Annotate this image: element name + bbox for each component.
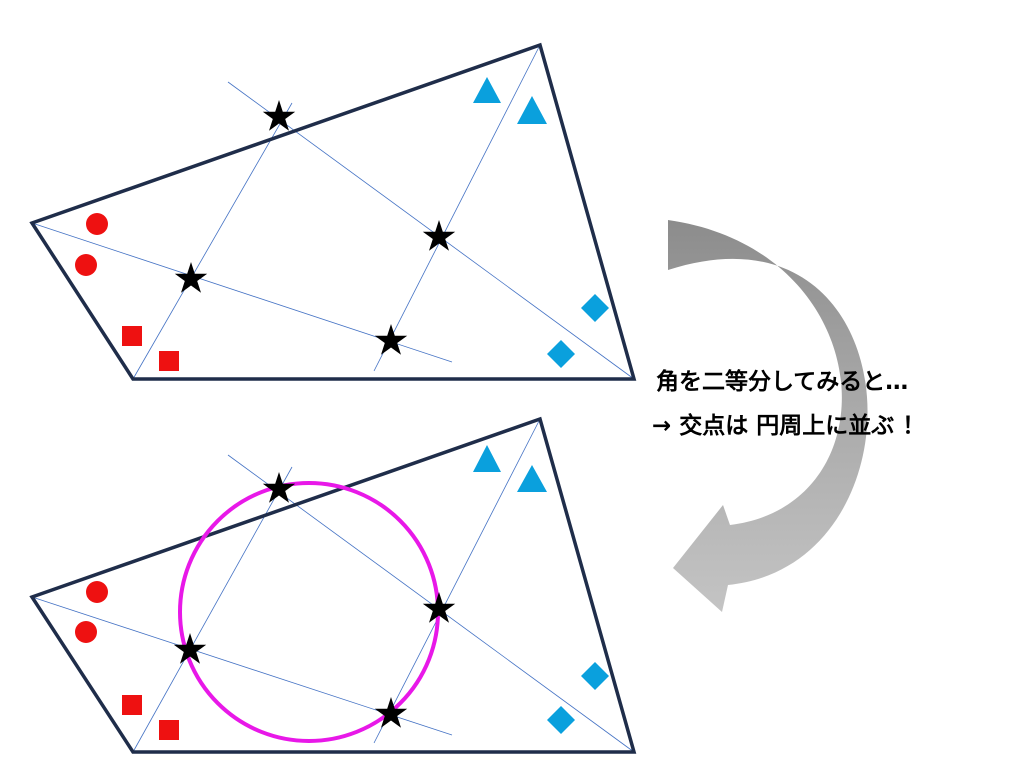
black-star-icon <box>422 592 456 623</box>
red-circle-icon <box>75 254 97 276</box>
blue-diamond-icon <box>581 294 609 322</box>
bottom-figure <box>29 416 637 754</box>
black-star-icon <box>262 100 296 131</box>
caption-line-1: 角を二等分してみると… <box>656 369 909 395</box>
angle-marks <box>75 77 609 371</box>
intersection-stars <box>174 100 456 355</box>
top-figure <box>29 42 637 381</box>
blue-triangle-icon <box>517 96 547 124</box>
black-star-icon <box>374 324 408 355</box>
red-square-icon <box>122 326 142 346</box>
quadrilateral-outline <box>29 416 637 754</box>
red-square-icon <box>159 720 179 740</box>
red-square-icon <box>122 695 142 715</box>
concyclic-circle <box>178 481 440 743</box>
bisector-line <box>227 454 635 753</box>
blue-diamond-icon <box>581 662 609 690</box>
black-star-icon <box>422 220 456 251</box>
black-star-icon <box>262 472 296 503</box>
black-star-icon <box>173 633 207 664</box>
curved-arrow-icon <box>668 220 868 612</box>
blue-triangle-icon <box>473 77 501 103</box>
black-star-icon <box>374 697 408 728</box>
angle-marks <box>75 445 609 740</box>
blue-diamond-icon <box>547 706 575 734</box>
caption-line-2: → 交点は 円周上に並ぶ ！ <box>652 413 926 439</box>
red-circle-icon <box>86 213 108 235</box>
quadrilateral-outline <box>29 42 637 381</box>
blue-triangle-icon <box>473 445 501 472</box>
intersection-stars <box>173 472 456 728</box>
blue-diamond-icon <box>547 340 575 368</box>
red-circle-icon <box>86 581 108 603</box>
bisector-line <box>132 102 293 380</box>
red-circle-icon <box>75 621 97 643</box>
bisector-line <box>373 44 541 372</box>
blue-triangle-icon <box>517 465 547 492</box>
bisector-line <box>132 466 293 753</box>
black-star-icon <box>174 262 208 293</box>
bisector-line <box>373 418 541 744</box>
red-square-icon <box>159 351 179 371</box>
bisector-line <box>227 81 635 380</box>
